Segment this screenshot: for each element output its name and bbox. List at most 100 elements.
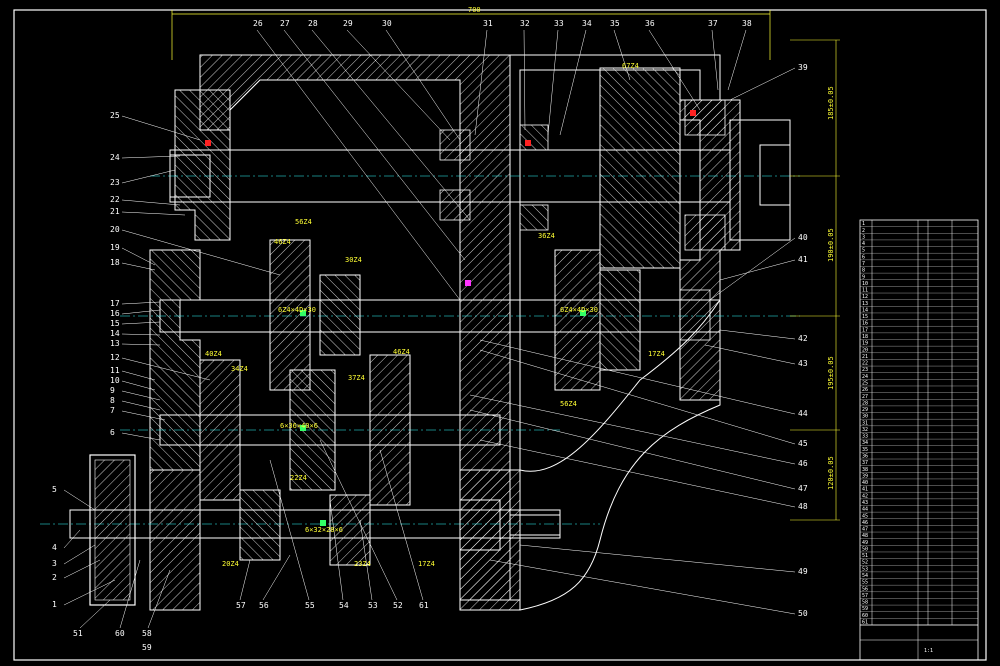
gear-label: 17Z4 bbox=[648, 350, 665, 358]
gear-label: 40Z4 bbox=[205, 350, 222, 358]
callout-32: 32 bbox=[520, 19, 530, 28]
title-block-row-number: 9 bbox=[862, 274, 865, 280]
title-block-row-number: 6 bbox=[862, 254, 865, 260]
callout-56: 56 bbox=[259, 601, 269, 610]
title-block-row-number: 36 bbox=[862, 454, 868, 460]
gear-label: 23Z4 bbox=[354, 560, 371, 568]
title-block-row-number: 48 bbox=[862, 533, 868, 539]
callout-25: 25 bbox=[110, 111, 120, 120]
gear-label: 56Z4 bbox=[295, 218, 312, 226]
title-block-row-number: 38 bbox=[862, 467, 868, 473]
shaft-label: 6×32×28×6 bbox=[305, 526, 343, 534]
callout-8: 8 bbox=[110, 396, 115, 405]
gear-label: 30Z4 bbox=[345, 256, 362, 264]
feature-marks bbox=[205, 110, 696, 526]
title-block-row-number: 32 bbox=[862, 427, 868, 433]
callout-26: 26 bbox=[253, 19, 263, 28]
callout-18: 18 bbox=[110, 258, 120, 267]
callout-16: 16 bbox=[110, 309, 120, 318]
title-block-row-number: 22 bbox=[862, 361, 868, 367]
title-block-row-number: 5 bbox=[862, 248, 865, 254]
callout-50: 50 bbox=[798, 609, 808, 618]
title-block-row-number: 28 bbox=[862, 400, 868, 406]
title-block-row-number: 13 bbox=[862, 301, 868, 307]
title-block-row-number: 20 bbox=[862, 347, 868, 353]
callout-42: 42 bbox=[798, 334, 808, 343]
callout-45: 45 bbox=[798, 439, 808, 448]
callout-29: 29 bbox=[343, 19, 353, 28]
right-callouts: 39 40 41 42 43 44 45 46 47 48 49 50 bbox=[798, 63, 808, 618]
title-block-row-number: 50 bbox=[862, 546, 868, 552]
callout-12: 12 bbox=[110, 353, 120, 362]
callout-23: 23 bbox=[110, 178, 120, 187]
callout-34: 34 bbox=[582, 19, 592, 28]
title-block-row-number: 2 bbox=[862, 228, 865, 234]
title-block-row-number: 17 bbox=[862, 327, 868, 333]
callout-21: 21 bbox=[110, 207, 120, 216]
right-dim-2: 190±0.05 bbox=[827, 228, 835, 262]
shaft-label: 6Z4×4D×30 bbox=[560, 306, 598, 314]
gear-labels: 67Z4 36Z4 56Z4 46Z4 30Z4 40Z4 34Z4 37Z4 … bbox=[205, 62, 665, 568]
title-block-row-number: 47 bbox=[862, 527, 868, 533]
callout-53: 53 bbox=[368, 601, 378, 610]
title-block-row-number: 57 bbox=[862, 593, 868, 599]
callout-48: 48 bbox=[798, 502, 808, 511]
spindle-shaft bbox=[150, 67, 800, 269]
callout-15: 15 bbox=[110, 319, 120, 328]
callout-37: 37 bbox=[708, 19, 718, 28]
shaft-label: 6Z4×4D×30 bbox=[278, 306, 316, 314]
right-leaders bbox=[469, 67, 796, 615]
callout-31: 31 bbox=[483, 19, 493, 28]
gear-label: 17Z4 bbox=[418, 560, 435, 568]
title-block-row-number: 25 bbox=[862, 380, 868, 386]
title-block-row-number: 33 bbox=[862, 434, 868, 440]
bottom-callouts: 51 60 58 59 57 56 55 54 53 52 61 bbox=[73, 601, 429, 652]
title-block-row-number: 37 bbox=[862, 460, 868, 466]
title-block-row-number: 21 bbox=[862, 354, 868, 360]
callout-44: 44 bbox=[798, 409, 808, 418]
title-block-row-number: 18 bbox=[862, 334, 868, 340]
shaft-label: 6×36×40×6 bbox=[280, 422, 318, 430]
title-block-row-number: 59 bbox=[862, 606, 868, 612]
title-block-row-number: 58 bbox=[862, 600, 868, 606]
title-block bbox=[859, 219, 979, 661]
title-block-row-number: 56 bbox=[862, 586, 868, 592]
callout-38: 38 bbox=[742, 19, 752, 28]
callout-30: 30 bbox=[382, 19, 392, 28]
callout-33: 33 bbox=[554, 19, 564, 28]
callout-4: 4 bbox=[52, 543, 57, 552]
callout-6: 6 bbox=[110, 428, 115, 437]
title-block-row-number: 34 bbox=[862, 440, 868, 446]
callout-13: 13 bbox=[110, 339, 120, 348]
title-block-scale: 1:1 bbox=[924, 648, 933, 654]
callout-54: 54 bbox=[339, 601, 349, 610]
callout-40: 40 bbox=[798, 233, 808, 242]
title-block-row-number: 54 bbox=[862, 573, 868, 579]
right-dim-1: 185±0.05 bbox=[827, 86, 835, 120]
callout-41: 41 bbox=[798, 255, 808, 264]
shaft-2 bbox=[120, 239, 800, 391]
drawing-border bbox=[13, 9, 987, 661]
gear-label: 22Z4 bbox=[290, 474, 307, 482]
title-block-row-number: 15 bbox=[862, 314, 868, 320]
title-block-row-number: 49 bbox=[862, 540, 868, 546]
callout-19: 19 bbox=[110, 243, 120, 252]
title-block-row-number: 26 bbox=[862, 387, 868, 393]
callout-49: 49 bbox=[798, 567, 808, 576]
gear-label: 36Z4 bbox=[538, 232, 555, 240]
title-block-row-number: 8 bbox=[862, 268, 865, 274]
callout-57: 57 bbox=[236, 601, 246, 610]
callout-61: 61 bbox=[419, 601, 429, 610]
right-dim-4: 120±0.05 bbox=[827, 456, 835, 490]
top-dimension bbox=[171, 10, 771, 60]
title-block-row-number: 7 bbox=[862, 261, 865, 267]
gear-label: 20Z4 bbox=[222, 560, 239, 568]
title-block-row-number: 61 bbox=[862, 620, 868, 626]
left-callouts: 25 24 23 22 21 20 19 18 17 16 15 14 13 1… bbox=[52, 111, 120, 609]
right-dim-3: 195±0.05 bbox=[827, 356, 835, 390]
top-dimension-value: 700 bbox=[468, 6, 481, 14]
callout-1: 1 bbox=[52, 600, 57, 609]
title-block-row-number: 53 bbox=[862, 566, 868, 572]
callout-14: 14 bbox=[110, 329, 120, 338]
gear-label: 67Z4 bbox=[622, 62, 639, 70]
